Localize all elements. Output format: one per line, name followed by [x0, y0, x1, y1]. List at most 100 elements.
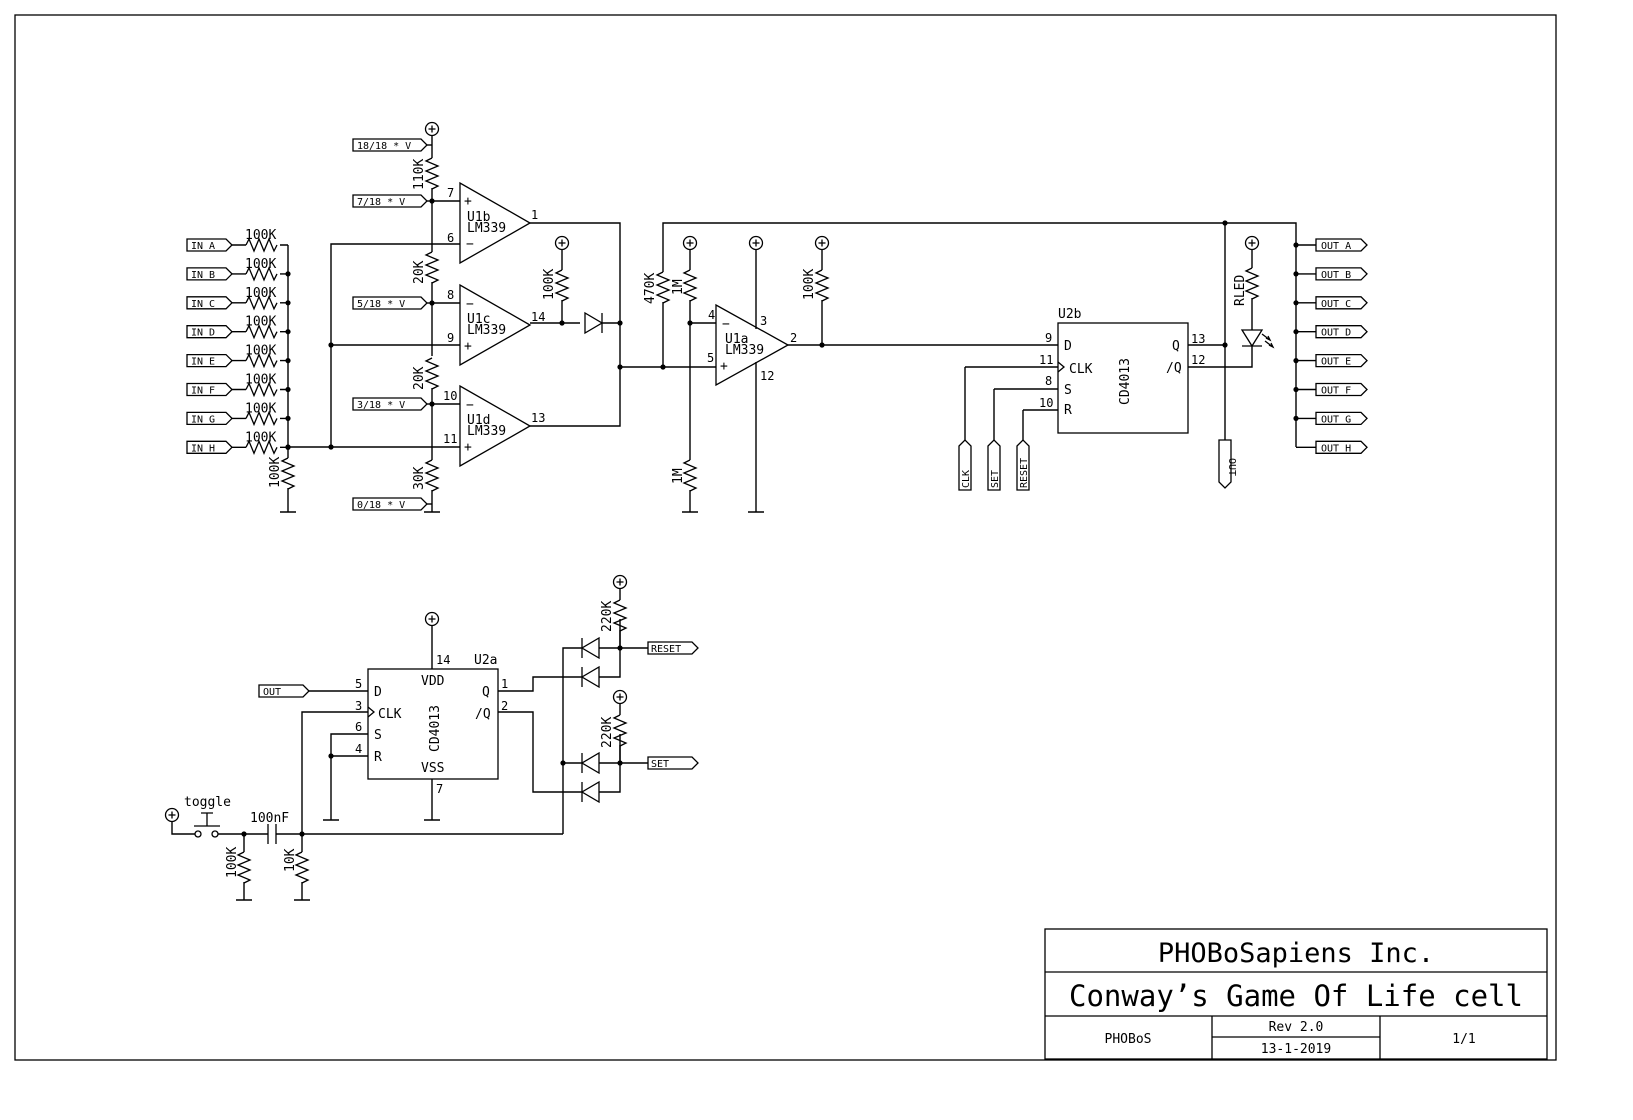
svg-text:14: 14 — [531, 310, 545, 324]
svg-text:U1b: U1b — [467, 210, 491, 225]
input-resistor-label: 100K — [245, 373, 276, 388]
svg-text:+: + — [464, 440, 472, 455]
r220k-2-label: 220K — [600, 717, 615, 748]
svg-text:OUT: OUT — [1226, 458, 1237, 476]
svg-text:14: 14 — [436, 653, 450, 667]
drawing-frame — [14, 14, 1557, 1061]
svg-text:U1c: U1c — [467, 312, 490, 327]
input-resistor-label: 100K — [245, 401, 276, 416]
svg-text:2: 2 — [790, 331, 797, 345]
svg-text:13: 13 — [531, 411, 545, 425]
svg-text:IN E: IN E — [191, 357, 215, 368]
output-out-b[interactable]: OUT B — [1293, 267, 1368, 281]
svg-text:3: 3 — [355, 699, 362, 713]
svg-text:VSS: VSS — [421, 761, 444, 776]
led-icon — [1240, 329, 1275, 349]
output-out-a[interactable]: OUT A — [1293, 238, 1368, 252]
output-out-d[interactable]: OUT D — [1293, 325, 1368, 339]
input-in-b[interactable]: IN B 100K — [186, 257, 291, 281]
input-in-a[interactable]: IN A 100K — [186, 228, 288, 252]
svg-text:7/18 * V: 7/18 * V — [357, 197, 405, 208]
divider-20k-label-2: 20K — [412, 366, 427, 390]
port-reset[interactable]: RESET — [1016, 439, 1030, 491]
svg-text:OUT F: OUT F — [1321, 386, 1351, 397]
input-resistor-label: 100K — [245, 257, 276, 272]
svg-text:U1a: U1a — [725, 332, 748, 347]
fb-470k-label: 470K — [643, 273, 658, 304]
svg-text:LM339: LM339 — [467, 424, 506, 439]
svg-text:LM339: LM339 — [725, 343, 764, 358]
diode-set-clk — [580, 751, 600, 775]
svg-text:OUT B: OUT B — [1321, 270, 1351, 281]
output-out-e[interactable]: OUT E — [1293, 353, 1368, 368]
svg-text:7: 7 — [447, 186, 454, 200]
output-out-g[interactable]: OUT G — [1293, 411, 1368, 425]
port-clk[interactable]: CLK — [958, 439, 972, 491]
svg-text:12: 12 — [1191, 353, 1205, 367]
port-out-u2b[interactable]: OUT — [1218, 439, 1237, 489]
divider-110k-label: 110K — [412, 159, 427, 190]
svg-text:3/18 * V: 3/18 * V — [357, 400, 405, 411]
output-out-c[interactable]: OUT C — [1293, 296, 1368, 310]
svg-text:U2a: U2a — [474, 653, 497, 668]
svg-text:S: S — [1064, 383, 1072, 398]
ref-7-18: 7/18 * V — [352, 194, 432, 208]
output-network: OUT A OUT B OUT C OUT D OUT E OUT F OUT G OUT H — [1293, 238, 1368, 454]
port-reset-out[interactable]: RESET — [647, 641, 699, 655]
ref-0-18: 0/18 * V — [352, 497, 432, 511]
svg-text:+: + — [464, 194, 472, 209]
port-set[interactable]: SET — [987, 439, 1001, 491]
svg-text:2: 2 — [501, 699, 508, 713]
drawing-title: Conway’s Game Of Life cell — [1069, 979, 1523, 1013]
svg-text:Q: Q — [1172, 339, 1180, 354]
toggle-switch[interactable]: toggle — [184, 795, 231, 838]
svg-text:IN B: IN B — [191, 270, 215, 281]
input-in-e[interactable]: IN E 100K — [186, 344, 291, 368]
svg-text:5: 5 — [355, 677, 362, 691]
svg-text:4: 4 — [708, 308, 715, 322]
svg-text:CLK: CLK — [378, 707, 402, 722]
port-out-u2a[interactable]: OUT — [258, 684, 310, 698]
port-set-out[interactable]: SET — [647, 756, 699, 770]
svg-text:/Q: /Q — [475, 707, 491, 722]
ref-5-18: 5/18 * V — [352, 296, 432, 310]
svg-text:U1d: U1d — [467, 413, 490, 428]
capacitor-100nf: 100nF — [250, 811, 289, 844]
toggle-res-label: 100K — [225, 847, 240, 878]
svg-text:IN H: IN H — [191, 443, 215, 454]
svg-text:IN A: IN A — [191, 241, 215, 252]
svg-text:OUT C: OUT C — [1321, 299, 1351, 310]
bias-top-label: 1M — [671, 279, 686, 295]
bias-bot-label: 1M — [671, 468, 686, 484]
svg-text:5/18 * V: 5/18 * V — [357, 299, 405, 310]
comparator-u1b: +− U1b LM339 7 6 1 — [447, 181, 538, 265]
input-resistor-label: 100K — [245, 228, 276, 243]
svg-text:IN G: IN G — [191, 414, 215, 425]
output-out-h[interactable]: OUT H — [1296, 440, 1368, 454]
pullup-u1a-label: 100K — [802, 269, 817, 300]
svg-text:RESET: RESET — [651, 644, 681, 655]
svg-text:7: 7 — [436, 782, 443, 796]
svg-text:OUT D: OUT D — [1321, 328, 1351, 339]
svg-text:12: 12 — [760, 369, 774, 383]
input-in-g[interactable]: IN G 100K — [186, 401, 291, 425]
revision: Rev 2.0 — [1269, 1020, 1324, 1035]
svg-text:5: 5 — [707, 351, 714, 365]
output-out-f[interactable]: OUT F — [1293, 382, 1368, 397]
pullup-14-label: 100K — [542, 269, 557, 300]
svg-text:0/18 * V: 0/18 * V — [357, 500, 405, 511]
svg-text:IN F: IN F — [191, 386, 215, 397]
svg-text:/Q: /Q — [1166, 361, 1182, 376]
svg-text:−: − — [466, 237, 474, 252]
input-in-f[interactable]: IN F 100K — [186, 373, 291, 397]
svg-text:CD4013: CD4013 — [428, 705, 443, 752]
svg-text:R: R — [1064, 403, 1072, 418]
svg-text:LM339: LM339 — [467, 323, 506, 338]
pulldown-resistor-label: 100K — [268, 457, 283, 488]
input-resistor-label: 100K — [245, 286, 276, 301]
input-resistor-label: 100K — [245, 344, 276, 359]
diode-set-qn — [580, 780, 600, 804]
